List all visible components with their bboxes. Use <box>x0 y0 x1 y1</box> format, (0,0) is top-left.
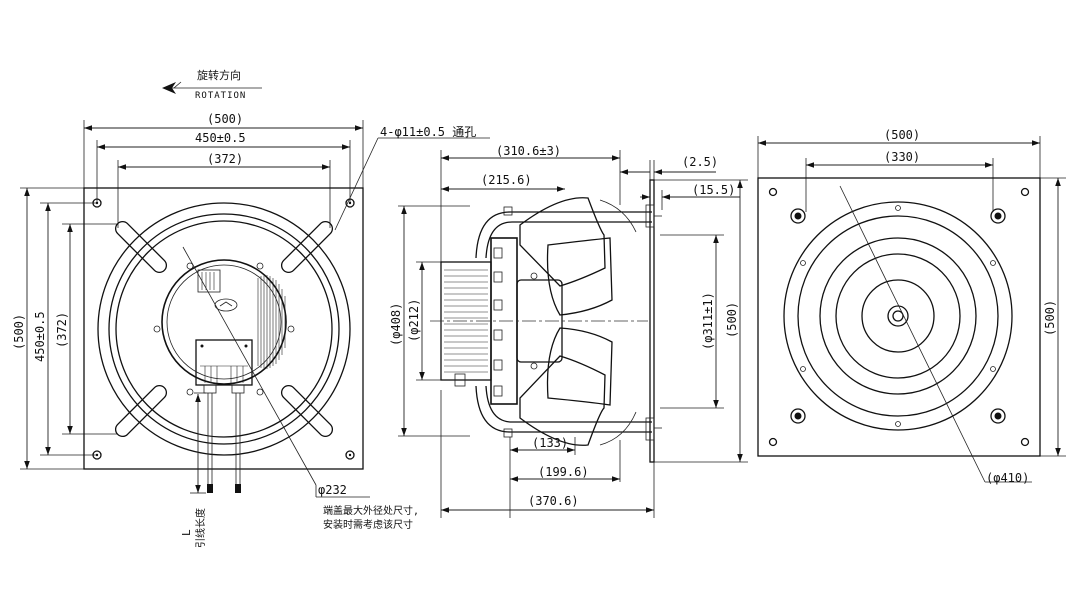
motor-dia: φ232 <box>318 483 347 497</box>
dim-plate-thickness: (2.5) <box>682 155 718 169</box>
impeller-blades <box>519 197 637 446</box>
dim-depth-370: (370.6) <box>528 494 579 508</box>
guard-ring-inner <box>115 220 333 438</box>
dim-rear-dia: (φ410) <box>986 471 1029 485</box>
rear-ring-outer <box>783 201 1013 431</box>
ring-bolts <box>153 262 295 396</box>
motor-note-line1: 端盖最大外径处尺寸, <box>323 504 419 517</box>
dim-height-500: (500) <box>725 302 739 338</box>
motor-housing-inner <box>166 264 282 380</box>
brand-logo <box>214 298 238 312</box>
rear-dia-leader <box>839 185 986 483</box>
rear-ring-4 <box>835 253 961 379</box>
side-cable-gland <box>454 373 466 387</box>
rear-corner-holes <box>768 187 1030 447</box>
lead-wires <box>207 393 241 493</box>
dim-guard-width: (372) <box>207 152 243 166</box>
rear-hub-outer <box>887 305 909 327</box>
motor-label-block <box>197 269 221 293</box>
dim-heatsink-depth: (215.6) <box>481 173 532 187</box>
dim-rear-width: (500) <box>884 128 920 142</box>
dim-guard-height: (372) <box>55 312 69 348</box>
dim-overall-width: (500) <box>207 112 243 126</box>
front-mounting-plate <box>83 187 364 470</box>
guard-ring-outer <box>97 202 351 456</box>
dim-overall-height: (500) <box>12 314 26 350</box>
mounting-brackets <box>114 220 334 438</box>
rear-mounting-plate <box>757 177 1041 457</box>
motor-note-line2: 安装时需考虑该尺寸 <box>323 518 413 531</box>
side-view: (310.6±3) (215.6) (2.5) (15.5) (φ408) (φ… <box>389 144 748 518</box>
dim-hole-width: 450±0.5 <box>195 131 246 145</box>
rear-ring-3 <box>819 237 977 395</box>
rear-view: (500) (330) (500) <box>757 128 1066 485</box>
guard-tube-bottom <box>475 385 652 433</box>
corner-holes <box>92 198 355 460</box>
dim-depth-top: (310.6±3) <box>496 144 561 158</box>
dim-bolt-spacing: (330) <box>884 150 920 164</box>
dim-depth-199: (199.6) <box>538 465 589 479</box>
dim-rear-height: (500) <box>1043 300 1057 336</box>
dim-depth-133: (133) <box>532 436 568 450</box>
motor-housing <box>161 259 287 385</box>
side-motor-details <box>493 247 503 397</box>
rotation-arrow-head <box>162 82 176 94</box>
lead-label: L <box>180 529 193 536</box>
holes-leader <box>334 137 379 231</box>
lead-label-cn: 引线长度 <box>194 508 207 548</box>
rear-ring-2 <box>797 215 999 417</box>
rear-hub-inner <box>892 310 904 322</box>
guard-tube-top <box>475 211 652 259</box>
dim-hole-height: 450±0.5 <box>33 311 47 362</box>
motor-heatsink-fins <box>257 275 286 369</box>
rear-mounting-bolts <box>790 208 1006 424</box>
rotation-label-cn: 旋转方向 <box>197 68 241 82</box>
junction-box <box>195 339 253 394</box>
rear-ring-5 <box>861 279 935 353</box>
rotation-label-en: ROTATION <box>195 91 246 101</box>
dim-dia-408: (φ408) <box>389 303 403 346</box>
rotation-indicator: 旋转方向 ROTATION <box>162 68 262 101</box>
dim-flange-offset: (15.5) <box>692 183 735 197</box>
rotation-arrow <box>167 81 262 89</box>
guard-ring-mid <box>108 213 340 445</box>
side-mounting-plate <box>649 179 655 463</box>
rear-small-holes <box>800 205 996 427</box>
side-heatsink-fins <box>444 269 488 373</box>
dim-dia-311: (φ311±1) <box>701 292 715 350</box>
dim-dia-212: (φ212) <box>407 299 421 342</box>
front-view: (500) 450±0.5 (372) (500) 450±0.5 (372) <box>12 112 490 548</box>
holes-note: 4-φ11±0.5 通孔 <box>380 125 476 139</box>
motor-dia-line <box>182 246 317 486</box>
